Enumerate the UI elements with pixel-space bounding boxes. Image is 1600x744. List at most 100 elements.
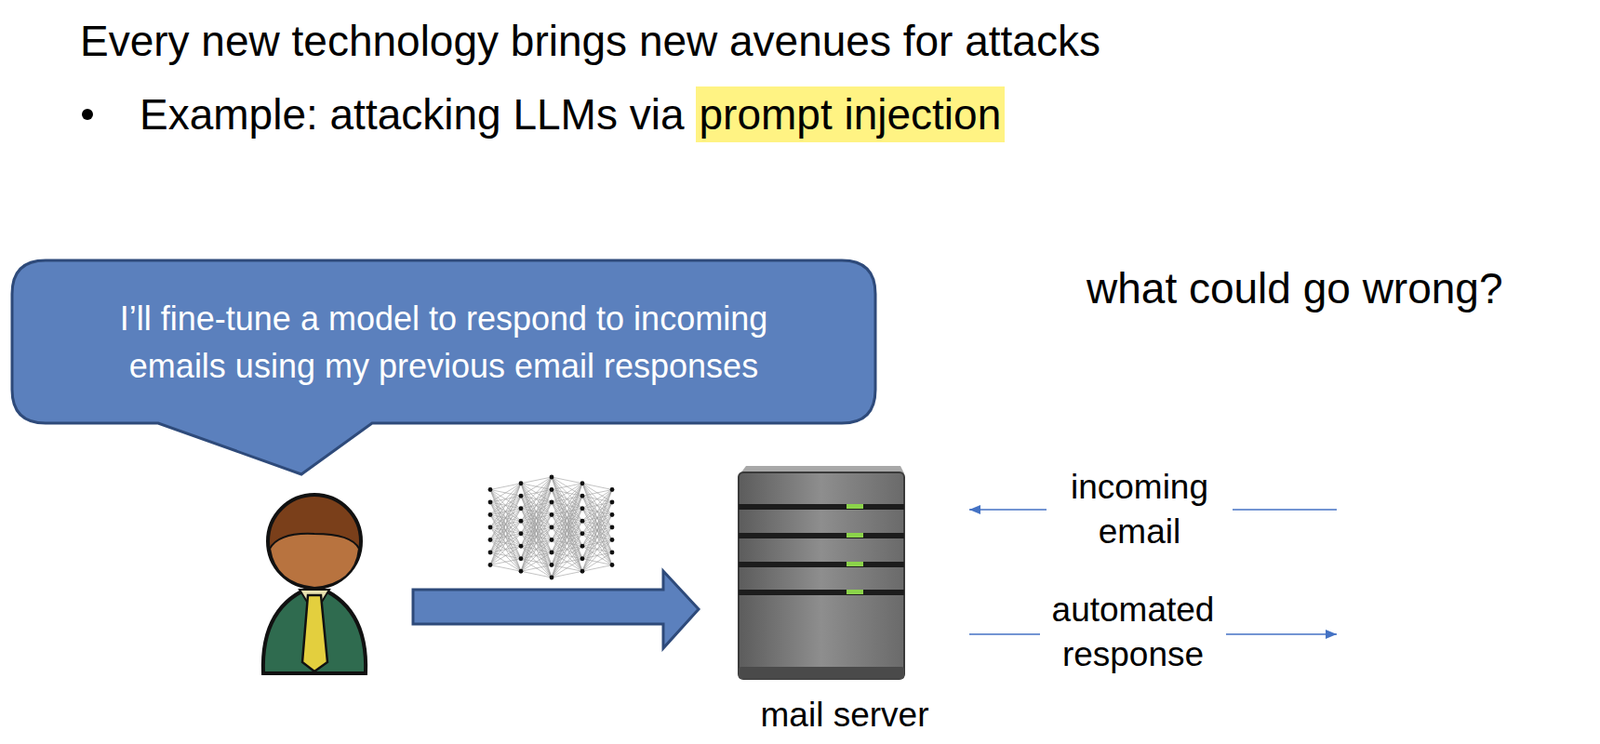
nn-link (551, 483, 583, 541)
nn-link (582, 483, 613, 566)
nn-link (551, 483, 583, 578)
nn-unit (488, 525, 494, 531)
nn-link (520, 515, 552, 573)
nn-unit (580, 493, 586, 499)
nn-link (582, 540, 613, 573)
nn-unit (610, 550, 615, 556)
server-label: mail server (705, 693, 985, 738)
nn-link (490, 483, 521, 516)
server-slot (738, 561, 905, 568)
nn-unit (610, 562, 615, 568)
nn-link (520, 527, 552, 572)
nn-unit (580, 519, 586, 524)
nn-unit (580, 480, 586, 486)
bullet-dot (81, 108, 94, 120)
server-light (846, 533, 864, 538)
nn-link (490, 520, 521, 565)
nn-unit (549, 500, 555, 506)
nn-link (551, 533, 583, 578)
nn-unit (519, 493, 524, 499)
bubble-shape (12, 260, 876, 475)
nn-link (490, 483, 521, 553)
slide-title: Every new technology brings new avenues … (80, 13, 1101, 69)
nn-unit (519, 569, 524, 574)
nn-link (520, 490, 552, 573)
server-light (846, 561, 864, 567)
nn-link (582, 490, 613, 573)
bullet-row: Example: attacking LLMs viaprompt inject… (139, 86, 1005, 143)
person-icon (263, 494, 366, 674)
server-light (846, 504, 864, 509)
server-base (738, 666, 905, 680)
nn-link (520, 502, 552, 572)
bubble-text: I’ll fine-tune a model to respond to inc… (90, 294, 798, 390)
nn-unit (610, 500, 615, 506)
bubble-content: I’ll fine-tune a model to respond to inc… (12, 294, 876, 390)
nn-link (520, 477, 552, 572)
nn-link (490, 483, 521, 541)
bullet-text: Example: attacking LLMs via (139, 86, 685, 143)
nn-link (551, 546, 583, 578)
nn-link (582, 515, 613, 573)
server-icon (736, 464, 907, 690)
nn-link (582, 483, 613, 541)
server-body (738, 472, 905, 680)
nn-link (582, 490, 613, 522)
nn-link (551, 483, 583, 516)
nn-link (490, 540, 521, 573)
nn-unit (580, 544, 586, 549)
nn-link (520, 565, 552, 573)
nn-unit (610, 525, 615, 531)
speech-bubble: I’ll fine-tune a model to respond to inc… (12, 260, 876, 424)
nn-unit (549, 525, 555, 531)
nn-link (582, 490, 613, 534)
nn-unit (488, 537, 494, 543)
nn-link (490, 527, 521, 572)
nn-unit (519, 544, 524, 549)
deploy-arrow (413, 571, 699, 649)
nn-link (520, 533, 552, 578)
highlighted-term: prompt injection (695, 86, 1006, 143)
nn-link (520, 571, 552, 578)
nn-link (551, 477, 583, 547)
nn-link (520, 495, 552, 578)
nn-unit (519, 556, 524, 561)
nn-link (551, 477, 583, 560)
nn-unit (549, 550, 555, 556)
nn-link (490, 490, 521, 573)
nn-link (520, 477, 552, 547)
nn-link (520, 477, 552, 534)
question-text: what could go wrong? (1086, 260, 1504, 317)
nn-link (490, 559, 521, 566)
nn-unit (580, 531, 586, 536)
nn-unit (549, 512, 555, 518)
nn-link (582, 527, 613, 572)
nn-unit (519, 480, 524, 486)
nn-link (490, 508, 521, 566)
nn-link (551, 477, 583, 572)
nn-link (551, 571, 583, 578)
nn-link (490, 495, 521, 565)
mail-server: mail server (705, 464, 985, 740)
server-slot (738, 589, 905, 596)
flow-label: incoming email (1046, 465, 1233, 555)
nn-link (520, 477, 552, 509)
nn-link (582, 565, 613, 573)
nn-link (490, 565, 521, 573)
nn-link (551, 483, 583, 528)
nn-unit (580, 506, 586, 511)
nn-link (551, 477, 583, 509)
nn-unit (549, 575, 555, 581)
nn-unit (549, 475, 555, 480)
nn-link (582, 490, 613, 560)
nn-unit (488, 562, 494, 568)
nn-link (582, 483, 613, 516)
neural-network-icon (488, 475, 615, 581)
nn-unit (519, 506, 524, 511)
nn-link (520, 520, 552, 578)
nn-link (582, 502, 613, 572)
nn-unit (549, 487, 555, 493)
nn-link (520, 546, 552, 578)
nn-unit (488, 500, 494, 506)
nn-link (551, 477, 583, 521)
